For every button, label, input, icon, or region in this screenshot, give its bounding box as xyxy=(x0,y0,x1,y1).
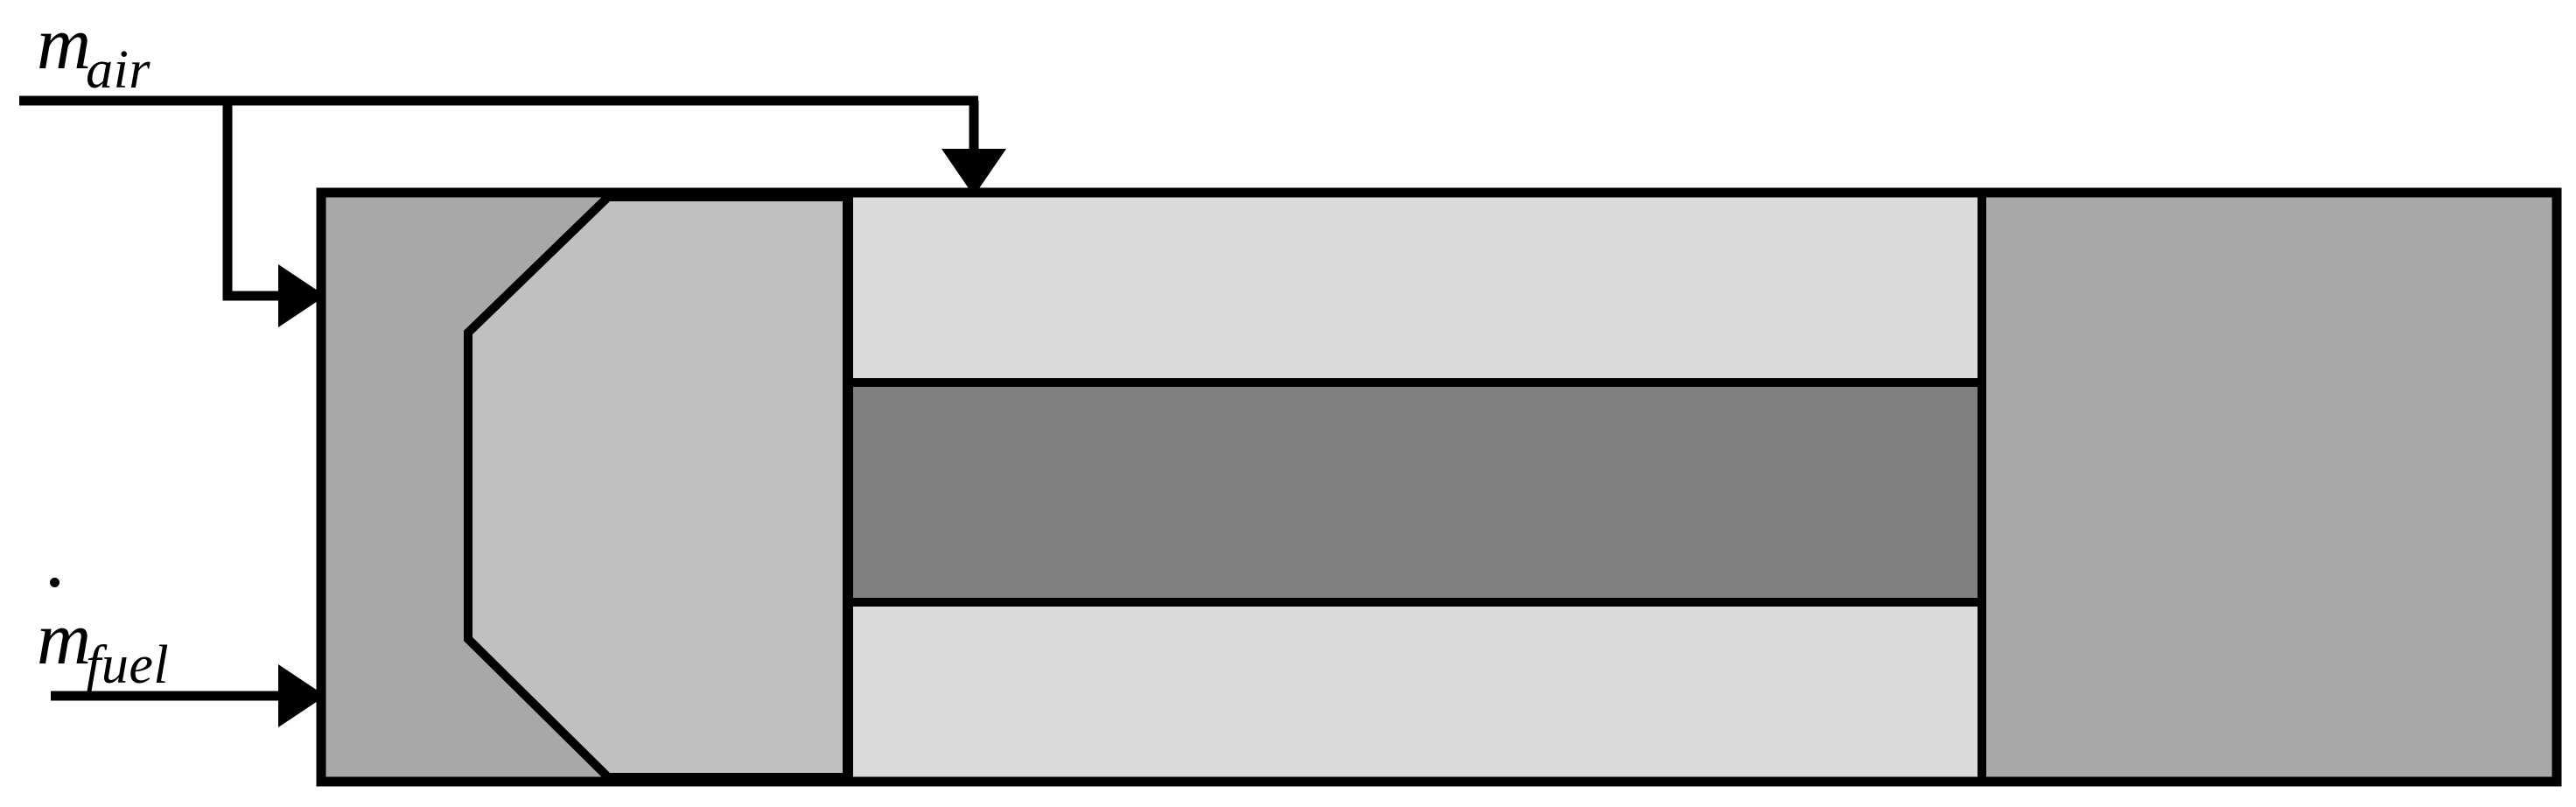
fuel-mass-flow-label: m fuel xyxy=(37,578,174,692)
fuel-flow-path xyxy=(51,664,326,727)
air-flow-path xyxy=(19,95,1006,327)
fuel-label-base-text: m xyxy=(37,596,92,680)
exit-section-region xyxy=(1982,193,2557,782)
fuel-label-dot-icon xyxy=(50,578,60,588)
combustion-core-region xyxy=(849,382,1982,602)
fuel-label-subscript: fuel xyxy=(86,635,170,695)
combustor-outer-outline xyxy=(316,187,2562,787)
combustor-body xyxy=(316,187,2562,787)
air-label-base-text: m xyxy=(37,1,92,85)
air-label-base: m xyxy=(37,5,91,81)
fuel-arrowhead-icon xyxy=(278,664,326,727)
air-label-subscript: air xyxy=(86,40,150,100)
air-side-arrowhead-icon xyxy=(278,264,326,327)
liner-lower-region xyxy=(849,602,1982,782)
fuel-label-base: m xyxy=(37,578,91,676)
liner-upper-region xyxy=(849,193,1982,382)
air-top-arrowhead-icon xyxy=(942,149,1006,196)
air-side-branch-line xyxy=(222,101,306,301)
inlet-plug-region xyxy=(464,193,851,782)
air-mass-flow-label: m air xyxy=(37,5,156,97)
